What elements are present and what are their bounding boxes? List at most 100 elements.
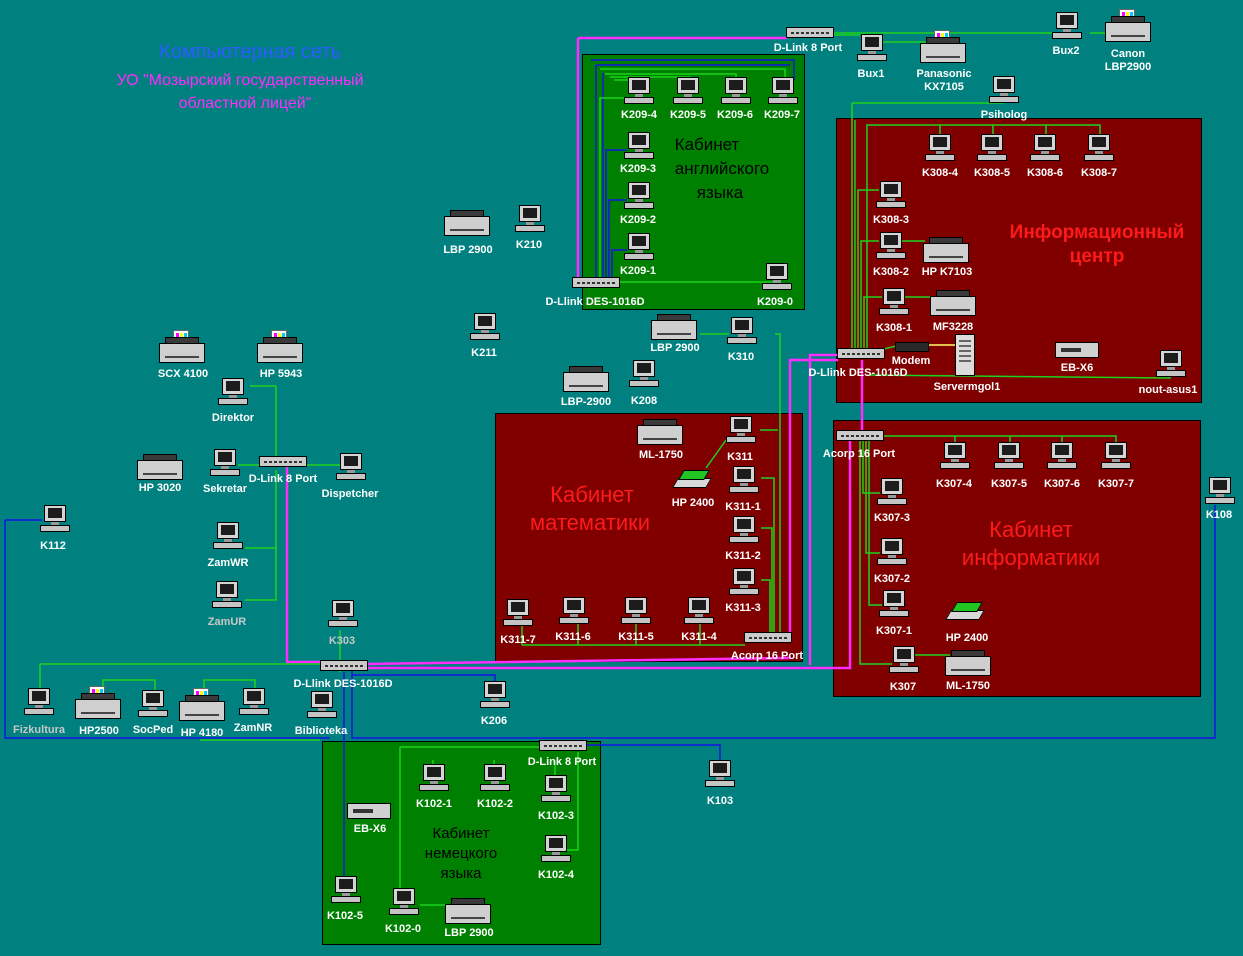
room-title-german-2: немецкого — [424, 845, 498, 862]
cable — [521, 439, 745, 646]
device-label: EB-X6 — [1060, 362, 1094, 374]
cable — [788, 353, 864, 665]
device-label: Bux2 — [1052, 45, 1080, 57]
room-title-info-1: Информационный — [1009, 222, 1185, 243]
device-label: LBP 2900 — [443, 244, 493, 256]
device-label: K311-5 — [618, 631, 654, 643]
device-label: K102-2 — [476, 798, 514, 810]
device-label: Dispetcher — [321, 488, 379, 500]
device-label: K307-5 — [990, 478, 1028, 490]
device-label: EB-X6 — [353, 823, 387, 835]
device-label: LBP-2900 — [560, 396, 612, 408]
ebx6-device-icon[interactable] — [1055, 342, 1099, 358]
device-label: K308-5 — [973, 167, 1011, 179]
modem-icon[interactable] — [895, 342, 929, 352]
cable — [866, 124, 1101, 350]
device-label: K206 — [480, 715, 508, 727]
cable — [591, 59, 795, 280]
cable — [39, 630, 341, 692]
switch-des-info[interactable] — [837, 348, 885, 359]
switch-german-8port[interactable] — [539, 740, 587, 751]
cable — [854, 120, 882, 350]
switch-acorp-math-label: Acorp 16 Port — [730, 650, 804, 662]
cable — [859, 436, 892, 665]
device-label: K102-5 — [326, 910, 364, 922]
device-label: LBP 2900 — [444, 927, 494, 939]
switch-acorp-info[interactable] — [836, 430, 884, 441]
device-label: K307-1 — [875, 625, 913, 637]
switch-des-english-label: D-Llink DES-1016D — [545, 296, 645, 308]
switch-admin-8port[interactable] — [259, 456, 307, 467]
room-title-german-1: Кабинет — [432, 825, 490, 842]
device-label: K307-3 — [873, 512, 911, 524]
cable — [285, 440, 852, 670]
device-label: ZamUR — [207, 616, 247, 628]
device-label: Servermgol1 — [933, 381, 1001, 393]
device-label: HP 3020 — [138, 482, 182, 494]
switch-top-8port[interactable] — [786, 27, 834, 38]
device-label: K308-1 — [875, 322, 913, 334]
device-label: SocPed — [132, 724, 174, 736]
device-label: K307-4 — [935, 478, 973, 490]
device-label: HP K7103 — [921, 266, 973, 278]
device-label: K311-2 — [725, 550, 761, 562]
device-label: K103 — [706, 795, 734, 807]
device-label: K311-6 — [555, 631, 591, 643]
device-label: K311-4 — [681, 631, 717, 643]
room-title-informatics-2: информатики — [961, 545, 1101, 570]
device-label: K311 — [727, 451, 753, 463]
device-label: K308-6 — [1026, 167, 1064, 179]
device-label: Bux1 — [857, 68, 885, 80]
device-label: Direktor — [211, 412, 255, 424]
cable — [600, 68, 786, 81]
page-subtitle-1: УО "Мозырский государственный — [116, 72, 364, 89]
room-title-english-3: языка — [696, 183, 744, 202]
device-label: Modem — [891, 355, 931, 367]
switch-acorp-info-label: Acorp 16 Port — [822, 448, 896, 460]
device-label: K307-2 — [873, 573, 911, 585]
cable — [880, 435, 1117, 656]
switch-main-des[interactable] — [320, 660, 368, 671]
switch-des-english[interactable] — [572, 277, 620, 288]
device-label: Biblioteka — [294, 725, 348, 737]
device-label: K209-4 — [620, 109, 658, 121]
device-label: LBP 2900 — [650, 342, 700, 354]
page-subtitle-2: областной лицей" — [178, 95, 312, 112]
switch-des-info-label: D-Llink DES-1016D — [808, 367, 908, 379]
switch-acorp-math[interactable] — [744, 632, 792, 643]
device-label: HP 2400 — [945, 632, 989, 644]
cable — [4, 505, 1216, 739]
room-title-german-3: языка — [440, 865, 482, 882]
device-label: K209-5 — [669, 109, 707, 121]
server-icon[interactable] — [955, 334, 975, 376]
ebx6-device-icon[interactable] — [347, 803, 391, 819]
device-label: K209-7 — [763, 109, 801, 121]
device-label: nout-asus1 — [1138, 384, 1198, 396]
device-label: HP 5943 — [259, 368, 303, 380]
device-label: Fizkultura — [13, 724, 65, 736]
room-title-info-2: центр — [1069, 246, 1125, 267]
switch-german-8port-label: D-Link 8 Port — [527, 756, 597, 768]
room-title-math-1: Кабинет — [550, 482, 634, 507]
room-title-math-2: математики — [529, 510, 651, 535]
device-label: K307-7 — [1097, 478, 1135, 490]
device-label: K209-3 — [619, 163, 657, 175]
device-label: ML-1750 — [945, 680, 991, 692]
device-label: HP 4180 — [180, 727, 224, 739]
device-label: K308-3 — [872, 214, 910, 226]
device-label: K112 — [40, 540, 66, 552]
device-label: HP2500 — [79, 725, 119, 737]
room-info-center — [836, 118, 1202, 403]
device-label: K209-1 — [619, 265, 657, 277]
device-label: K311-1 — [725, 501, 761, 513]
device-label: MF3228 — [932, 321, 974, 333]
cable — [602, 73, 627, 280]
device-label: LBP2900 — [1104, 61, 1152, 73]
device-label: K102-1 — [415, 798, 453, 810]
device-label: K102-3 — [537, 810, 575, 822]
device-label: K311-7 — [500, 634, 536, 646]
device-label: K208 — [630, 395, 658, 407]
device-label: HP 2400 — [671, 497, 715, 509]
